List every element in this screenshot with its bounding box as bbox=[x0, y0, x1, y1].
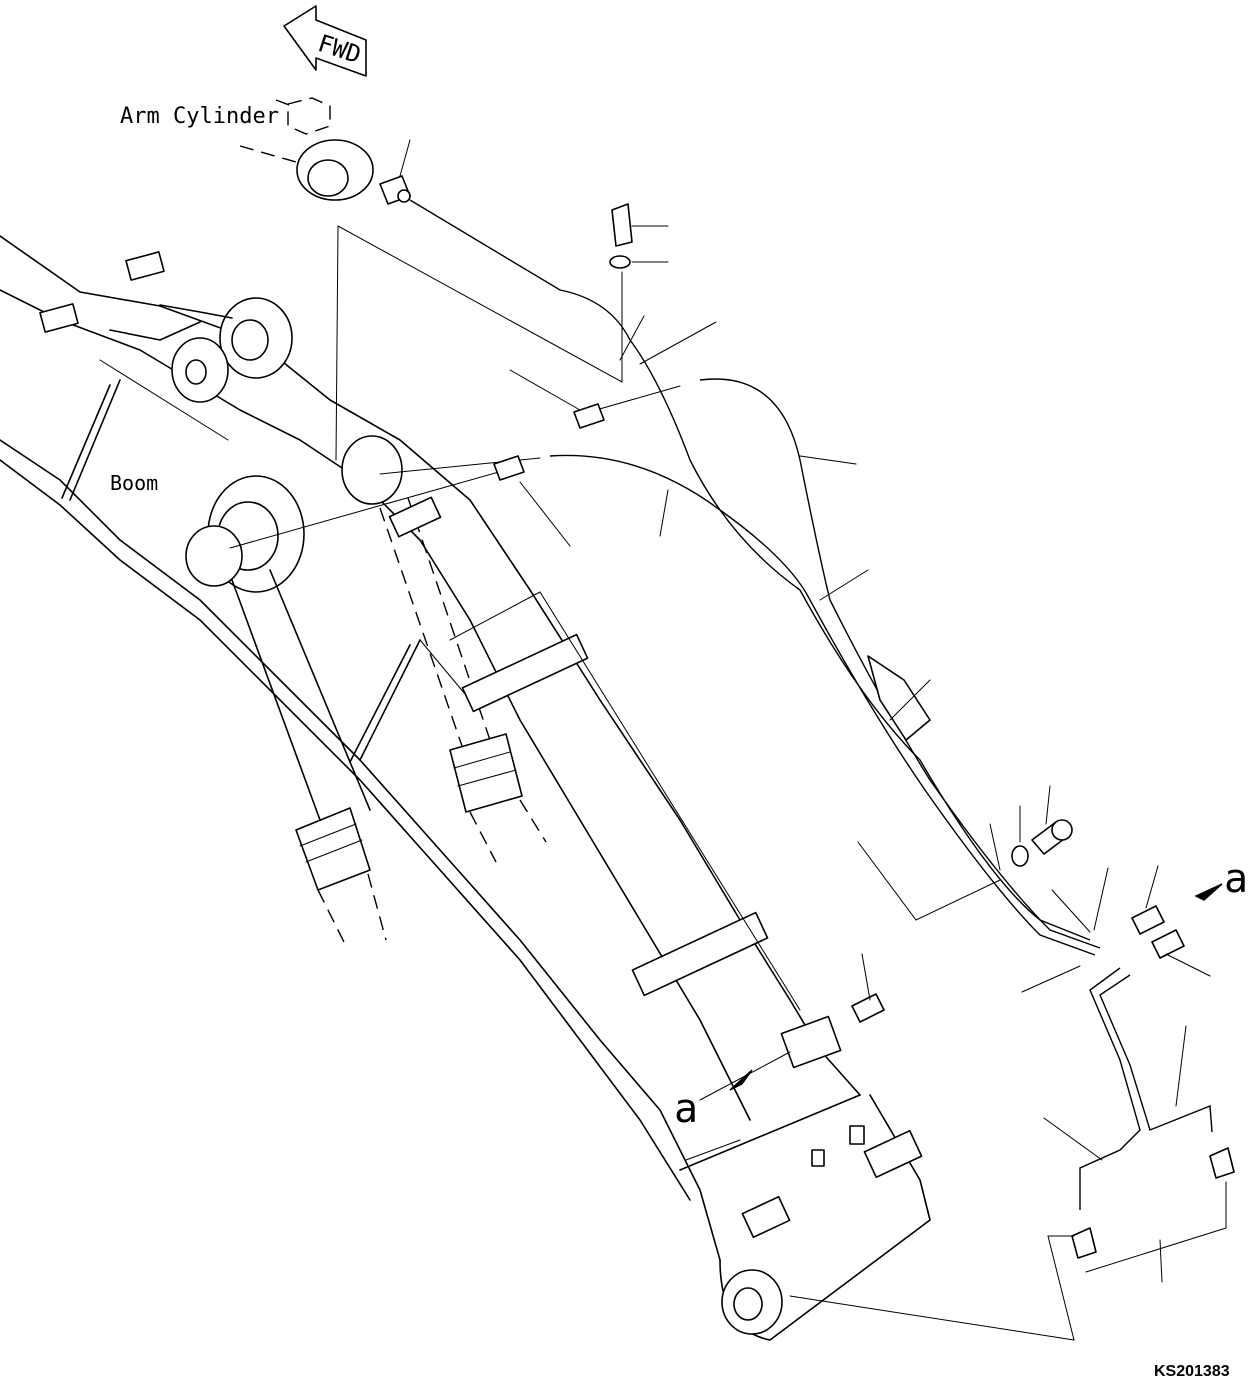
view-a-arrow-left-icon bbox=[729, 1069, 753, 1091]
fwd-label: FWD bbox=[315, 29, 365, 69]
arm-cylinder-label: Arm Cylinder bbox=[120, 104, 279, 129]
arm-pin bbox=[721, 1269, 783, 1335]
boom-cylinder-right bbox=[341, 435, 547, 863]
view-a-label-right: a bbox=[1224, 856, 1248, 902]
view-a-arrow-right-icon bbox=[1194, 883, 1223, 901]
boom-structure bbox=[0, 235, 931, 1341]
fittings bbox=[379, 175, 1235, 1259]
boom-clamps bbox=[39, 251, 923, 1239]
hose-lines bbox=[229, 199, 1213, 1210]
fwd-arrow-icon: FWD bbox=[283, 5, 367, 77]
boom-foot-pins bbox=[109, 297, 293, 403]
view-a-label-left: a bbox=[674, 1086, 698, 1132]
boom-label: Boom bbox=[110, 471, 158, 495]
arm-cylinder-phantom bbox=[239, 97, 374, 201]
drawing-code: KS201383 bbox=[1154, 1363, 1230, 1380]
boom-cylinder-left bbox=[185, 475, 387, 947]
